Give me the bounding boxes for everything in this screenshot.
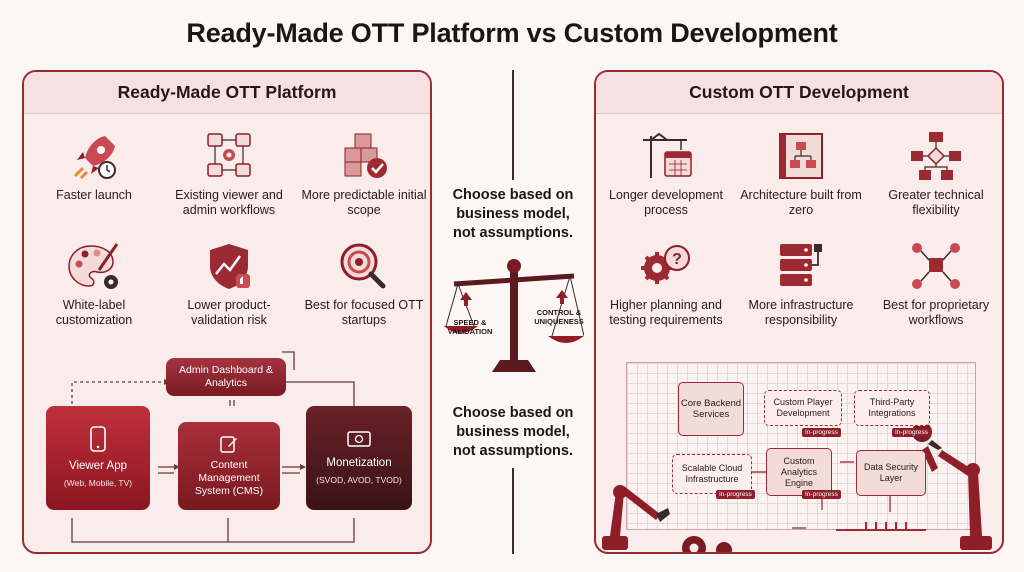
divider-bottom [512, 468, 514, 554]
third-party-label: Third-Party Integrations [868, 397, 916, 418]
custom-dev-heading: Custom OTT Development [596, 72, 1002, 114]
cms-box: Content Management System (CMS) [178, 422, 280, 510]
feature-faster-launch: Faster launch [29, 130, 159, 203]
scale-right-label: CONTROL & UNIQUENESS [534, 308, 584, 326]
feature-predictable-scope: More predictable initial scope [299, 130, 429, 218]
feature-label: Faster launch [56, 188, 132, 202]
core-backend-node: Core Backend Services [678, 382, 744, 436]
feature-longer-process: Longer development process [601, 130, 731, 218]
page-title: Ready-Made OTT Platform vs Custom Develo… [186, 18, 838, 48]
server-plug-icon [780, 244, 822, 286]
in-progress-badge: In-progress [716, 490, 755, 499]
phone-icon [90, 426, 106, 452]
feature-label: Architecture built from zero [740, 188, 862, 217]
feature-label: Best for proprietary workflows [882, 298, 990, 327]
analytics-engine-label: Custom Analytics Engine [780, 455, 817, 488]
cms-label: Content Management System (CMS) [194, 459, 264, 497]
in-progress-badge: In-progress [892, 428, 931, 437]
network-icon [912, 243, 960, 289]
feature-flexibility: Greater technical flexibility [871, 130, 1001, 218]
platform-connectors [71, 351, 357, 543]
admin-dashboard-box: Admin Dashboard & Analytics [166, 358, 286, 396]
feature-infrastructure: More infrastructure responsibility [736, 240, 866, 328]
custom-player-label: Custom Player Development [773, 397, 833, 418]
feature-architecture: Architecture built from zero [736, 130, 866, 218]
analytics-engine-node: Custom Analytics Engine [766, 448, 832, 496]
third-party-node: Third-Party Integrations [854, 390, 930, 426]
ready-made-panel: Ready-Made OTT Platform Faster launch Ex… [22, 70, 432, 554]
viewer-app-box: Viewer App (Web, Mobile, TV) [46, 406, 150, 510]
feature-white-label: White-label customization [29, 240, 159, 328]
feature-workflows: Existing viewer and admin workflows [164, 130, 294, 218]
rocket-icon [73, 136, 116, 180]
feature-label: More predictable initial scope [301, 188, 427, 217]
shield-chart-icon [210, 244, 250, 289]
data-security-node: Data Security Layer [856, 450, 926, 496]
center-text-bottom: Choose based on business model, not assu… [452, 405, 574, 459]
core-backend-label: Core Backend Services [680, 398, 742, 420]
feature-label: Longer development process [609, 188, 723, 217]
monetization-label: Monetization [326, 457, 392, 469]
custom-player-node: Custom Player Development [764, 390, 842, 426]
feature-label: More infrastructure responsibility [748, 298, 854, 327]
feature-label: Greater technical flexibility [888, 188, 984, 217]
feature-label: Existing viewer and admin workflows [175, 188, 283, 217]
gear-question-icon: ? [641, 245, 690, 284]
crane-calendar-icon [643, 132, 692, 178]
palette-icon [68, 243, 119, 289]
flowchart-icon [911, 132, 961, 180]
feature-label: Higher planning and testing requirements [609, 298, 723, 327]
svg-text:?: ? [672, 251, 682, 268]
in-progress-badge: In-progress [802, 490, 841, 499]
target-search-icon [340, 243, 386, 289]
admin-dashboard-label: Admin Dashboard & Analytics [179, 364, 273, 389]
boxes-check-icon [344, 133, 387, 178]
scale-left-label: SPEED & VALIDATION [447, 318, 493, 336]
workflow-icon [207, 133, 251, 177]
custom-dev-panel: Custom OTT Development Longer developmen… [594, 70, 1004, 554]
robot-arms [602, 422, 992, 552]
feature-proprietary: Best for proprietary workflows [871, 240, 1001, 328]
divider-top [512, 70, 514, 180]
in-progress-badge: In-progress [802, 428, 841, 437]
viewer-app-label: Viewer App [69, 460, 127, 472]
balance-scale-icon [444, 259, 584, 372]
feature-label: Lower product-validation risk [187, 298, 271, 327]
cash-icon [347, 431, 371, 447]
edit-icon [220, 436, 237, 453]
cloud-infra-label: Scalable Cloud Infrastructure [681, 463, 743, 484]
feature-validation-risk: Lower product-validation risk [164, 240, 294, 328]
cloud-infra-node: Scalable Cloud Infrastructure [672, 454, 752, 494]
feature-label: Best for focused OTT startups [304, 298, 424, 327]
viewer-app-sub: (Web, Mobile, TV) [63, 478, 133, 488]
center-text-top: Choose based on business model, not assu… [452, 187, 574, 241]
monetization-box: Monetization (SVOD, AVOD, TVOD) [306, 406, 412, 510]
feature-label: White-label customization [55, 298, 133, 327]
data-security-label: Data Security Layer [863, 462, 919, 483]
ready-made-heading: Ready-Made OTT Platform [24, 72, 430, 114]
monetization-sub: (SVOD, AVOD, TVOD) [316, 475, 402, 485]
feature-focused-startups: Best for focused OTT startups [299, 240, 429, 328]
blueprint-icon [779, 133, 823, 179]
feature-planning-testing: ? Higher planning and testing requiremen… [601, 240, 731, 328]
